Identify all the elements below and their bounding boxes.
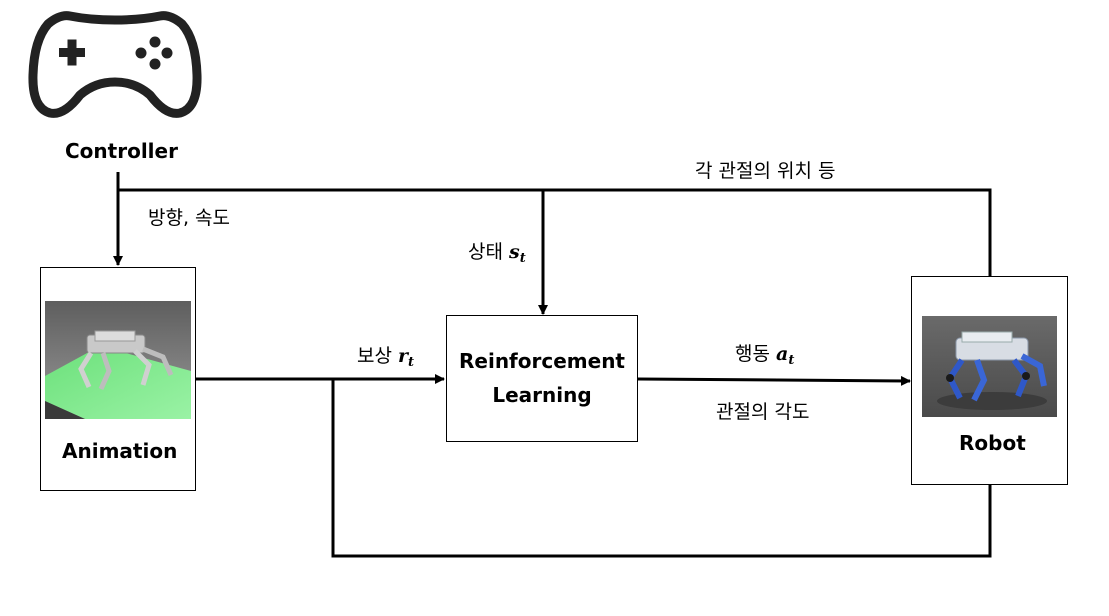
reward-symbol: r bbox=[398, 345, 409, 367]
joint-angle-label: 관절의 각도 bbox=[716, 401, 810, 423]
joint-position-label: 각 관절의 위치 등 bbox=[695, 160, 836, 182]
action-subscript: t bbox=[788, 353, 795, 368]
rl-label-line1: Reinforcement bbox=[459, 349, 625, 373]
direction-speed-label: 방향, 속도 bbox=[148, 207, 230, 229]
animation-label: Animation bbox=[62, 439, 178, 463]
rl-label-line2: Learning bbox=[492, 383, 592, 407]
animation-box: Animation bbox=[40, 267, 196, 491]
reward-subscript: t bbox=[408, 355, 415, 370]
action-label: 행동 at bbox=[735, 339, 794, 368]
controller-label: Controller bbox=[65, 139, 178, 163]
animation-robot-image bbox=[45, 301, 191, 419]
action-word: 행동 bbox=[735, 343, 770, 365]
reward-label: 보상 rt bbox=[357, 341, 414, 370]
gamepad-icon bbox=[28, 11, 202, 118]
state-word: 상태 bbox=[468, 241, 503, 263]
robot-box: Robot bbox=[911, 276, 1068, 485]
rl-box: Reinforcement Learning bbox=[446, 315, 638, 442]
reward-word: 보상 bbox=[357, 345, 392, 367]
robot-feedback-line bbox=[118, 188, 992, 276]
state-subscript: t bbox=[519, 251, 526, 266]
state-label: 상태 st bbox=[468, 237, 526, 266]
robot-label: Robot bbox=[959, 431, 1026, 455]
action-arrow bbox=[637, 375, 911, 386]
state-symbol: s bbox=[509, 241, 520, 263]
robot-photo-image bbox=[922, 316, 1057, 417]
bottom-loop-line bbox=[331, 379, 992, 558]
action-symbol: a bbox=[776, 343, 789, 365]
